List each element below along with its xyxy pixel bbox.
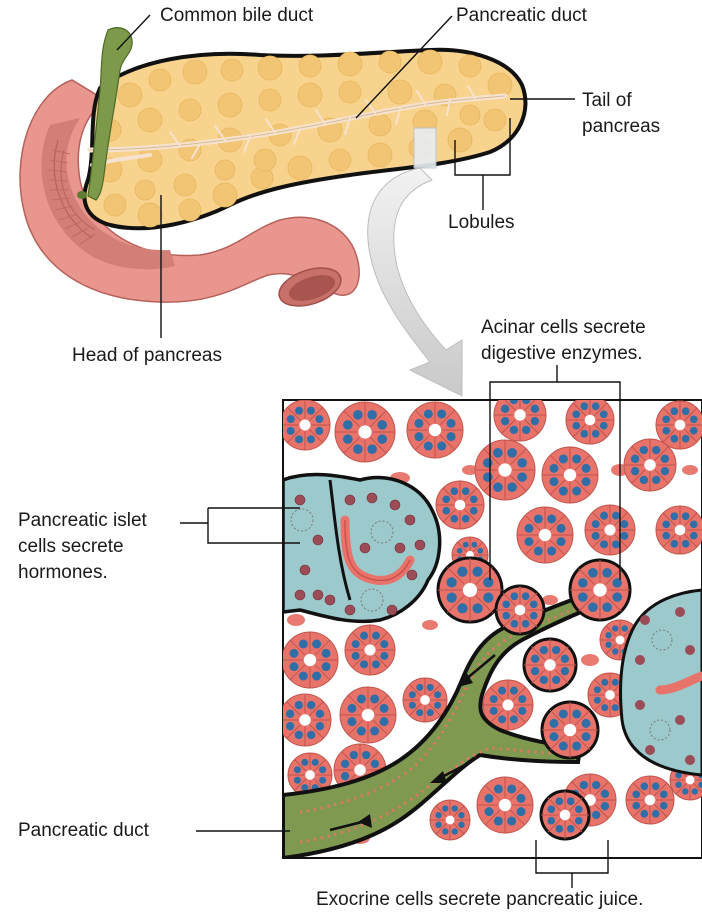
acinus [566, 396, 614, 444]
label-pancreatic-duct-bottom: Pancreatic duct [18, 820, 149, 842]
label-lobules: Lobules [448, 212, 515, 234]
acinus [345, 625, 395, 675]
acinus [282, 632, 338, 688]
pancreas [84, 50, 525, 228]
acinus [524, 639, 576, 691]
acinus [570, 560, 630, 620]
acinus [436, 481, 484, 529]
pancreatic-islet-left [283, 475, 440, 622]
acinus [475, 440, 535, 500]
acinus [494, 389, 546, 441]
acinus [541, 791, 589, 839]
label-acinar-line2: digestive enzymes. [481, 343, 643, 365]
acinus [624, 439, 676, 491]
acinus [279, 694, 331, 746]
label-islet-line3: hormones. [18, 562, 108, 584]
label-tail-line2: pancreas [582, 116, 660, 138]
acinus [430, 800, 470, 840]
acinus [407, 402, 463, 458]
label-acinar-line1: Acinar cells secrete [481, 317, 646, 339]
label-islet-line2: cells secrete [18, 536, 124, 558]
acinus [403, 678, 447, 722]
label-tail-line1: Tail of [582, 90, 632, 112]
label-islet-line1: Pancreatic islet [18, 510, 147, 532]
acinus [477, 777, 533, 833]
acinus [335, 402, 395, 462]
label-pancreatic-duct-top: Pancreatic duct [456, 5, 587, 27]
acinus [340, 687, 396, 743]
acinus [656, 506, 702, 554]
acinus [542, 702, 598, 758]
acinus [280, 400, 330, 450]
acinus [626, 776, 674, 824]
acinus [542, 447, 598, 503]
label-head-of-pancreas: Head of pancreas [72, 345, 222, 367]
acinus [438, 558, 502, 622]
acinus [585, 505, 635, 555]
acinus [496, 586, 544, 634]
label-common-bile-duct: Common bile duct [160, 5, 313, 27]
acinus [656, 401, 702, 449]
acinus [517, 507, 573, 563]
label-exocrine: Exocrine cells secrete pancreatic juice. [316, 889, 643, 911]
